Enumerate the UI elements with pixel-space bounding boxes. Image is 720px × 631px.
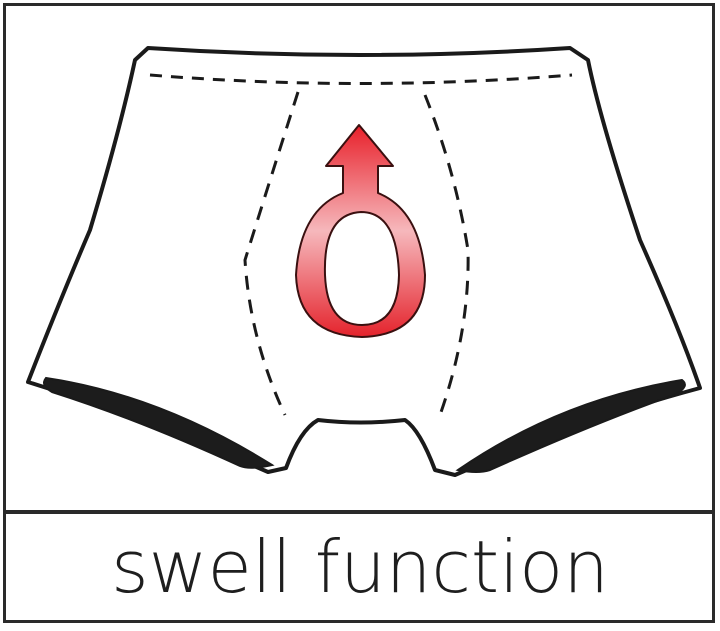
waistband-stitch — [149, 73, 573, 85]
pouch-seam-left — [243, 91, 300, 416]
caption-label: swell function — [111, 525, 609, 609]
underwear-outline — [26, 46, 702, 477]
leg-band-left — [43, 376, 275, 469]
leg-band-right — [455, 378, 686, 473]
boxer-briefs-illustration — [26, 46, 702, 477]
caption-divider — [3, 510, 715, 514]
pouch-seam-right — [423, 94, 470, 416]
male-symbol-icon — [295, 124, 426, 338]
